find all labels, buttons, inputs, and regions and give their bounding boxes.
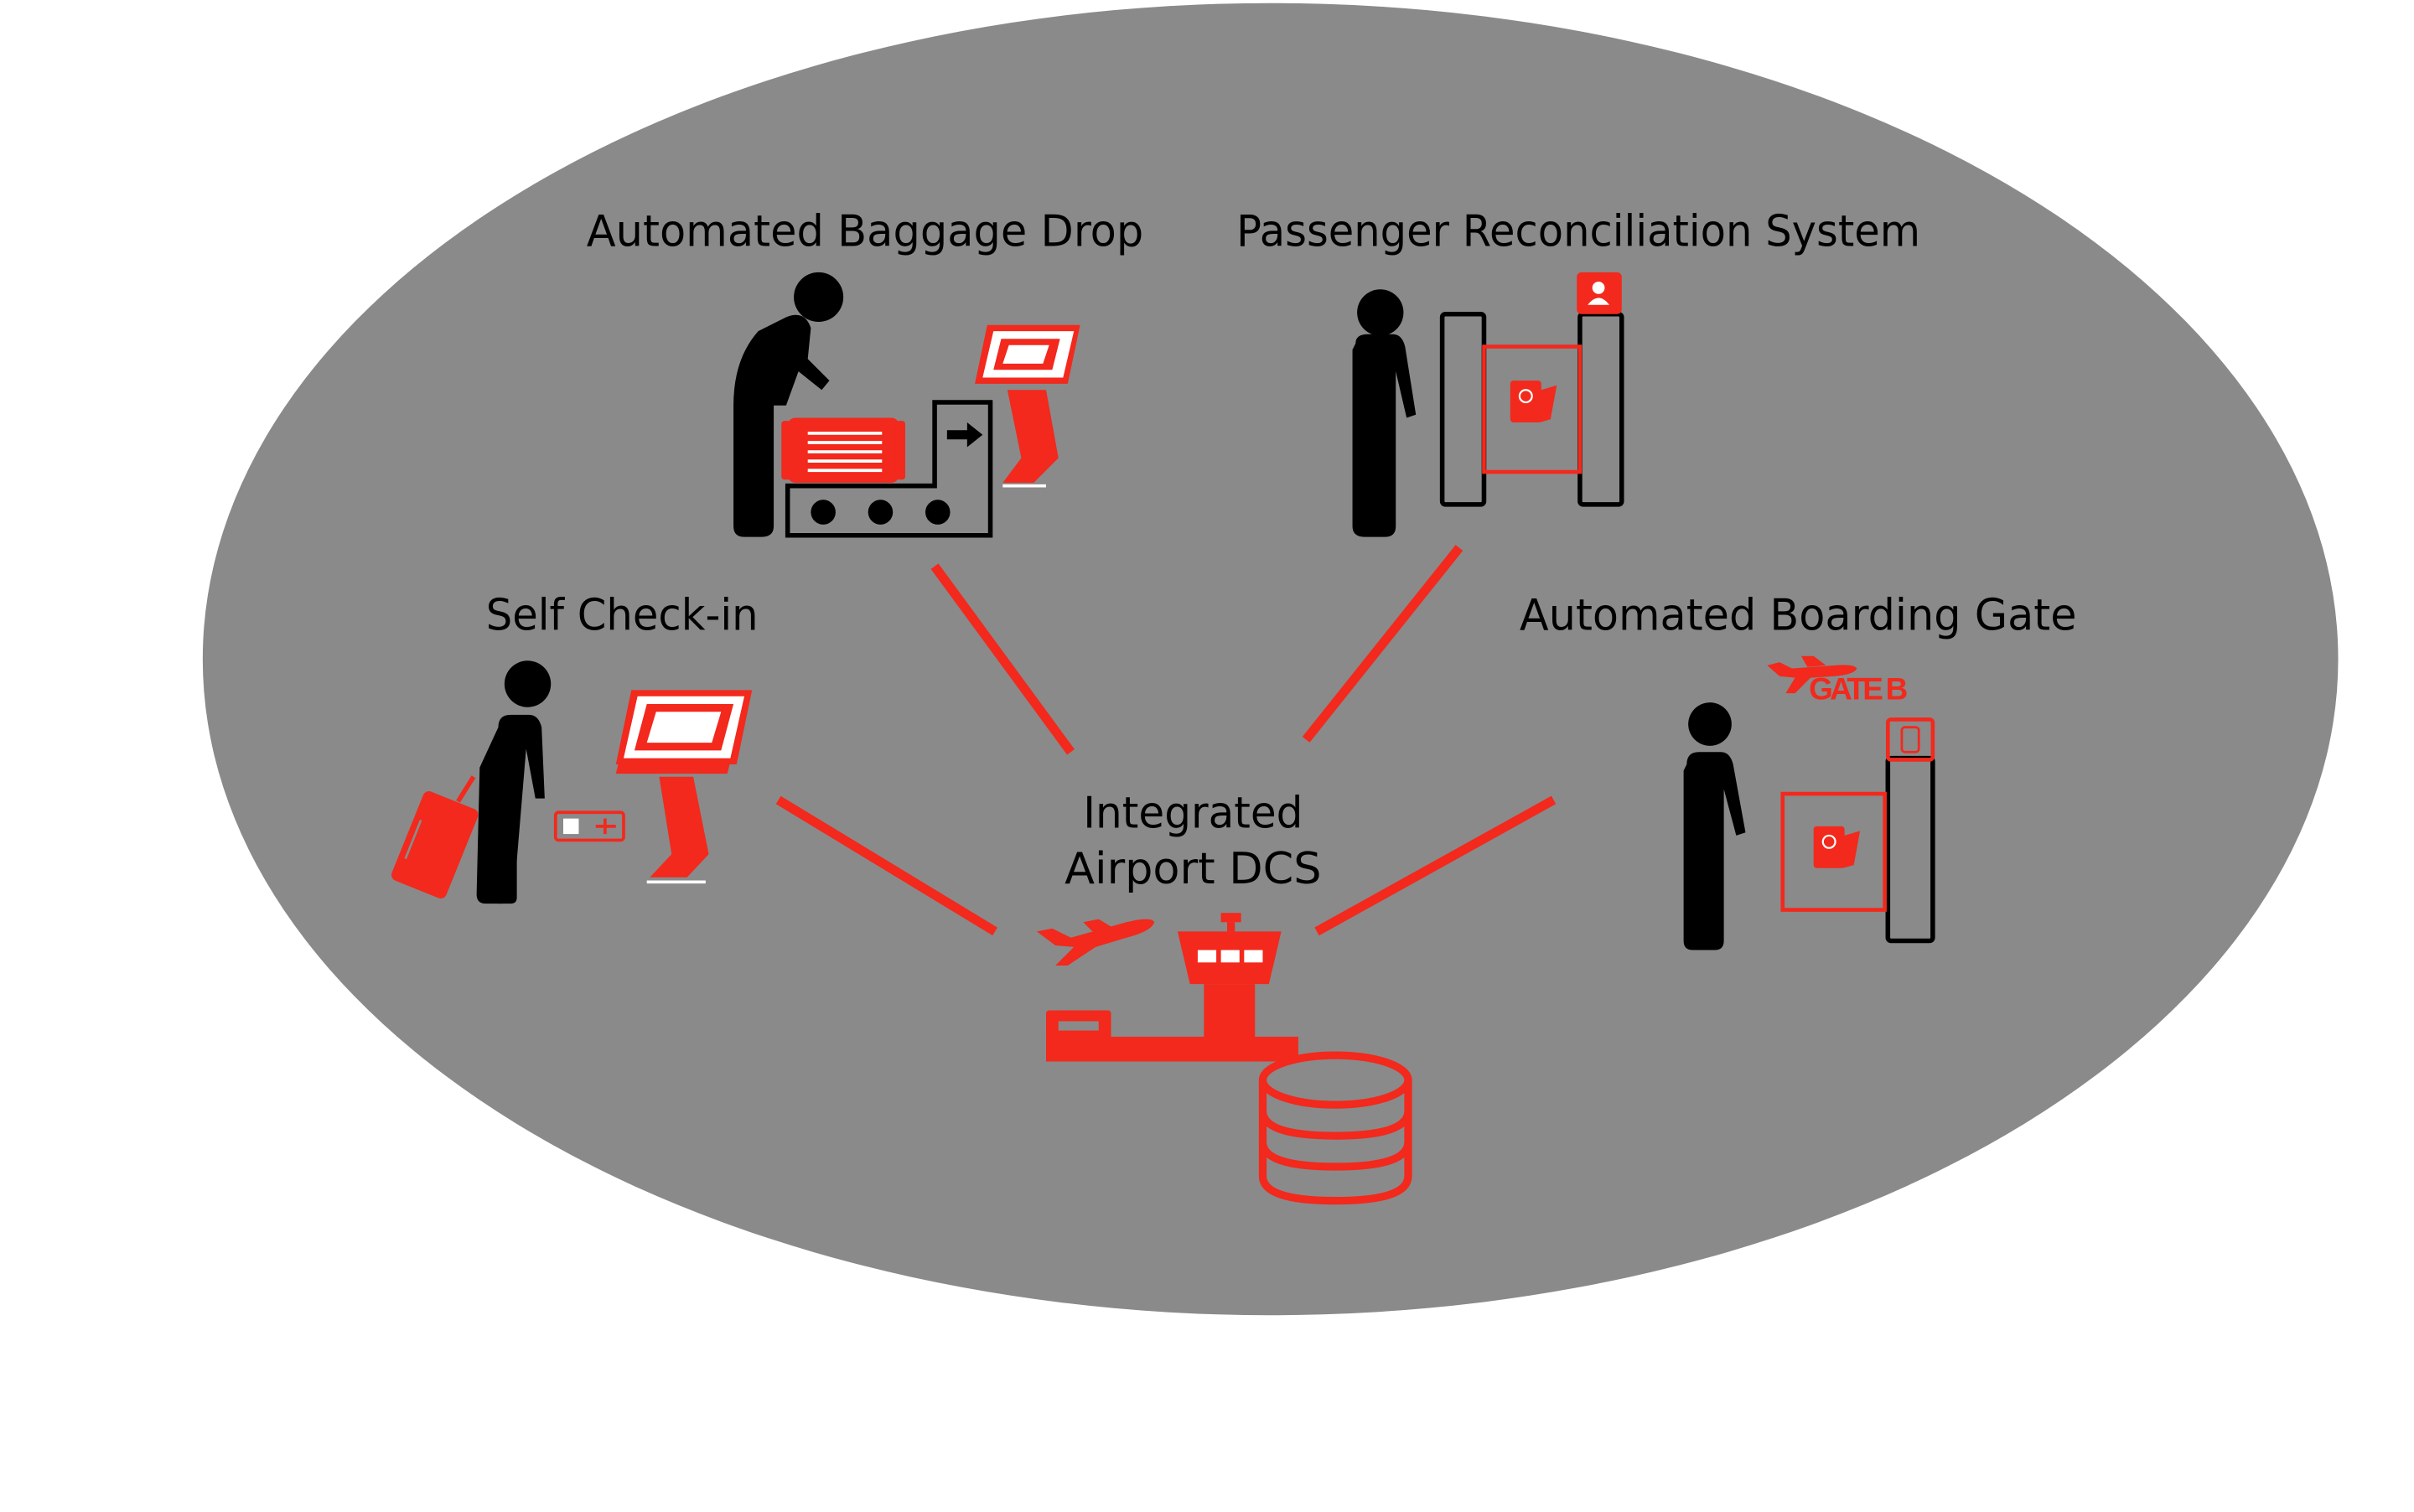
boarding-gate-icon xyxy=(1780,717,1935,944)
dcs-label-line1: Integrated xyxy=(1083,789,1303,839)
node-self-checkin: Self Check-in xyxy=(391,590,759,904)
person-icon xyxy=(1352,289,1417,537)
baggage-drop-label: Automated Baggage Drop xyxy=(587,207,1144,257)
reconciliation-label: Passenger Reconciliation System xyxy=(1236,207,1920,257)
system-boundary-ellipse xyxy=(202,3,2339,1316)
user-badge-icon xyxy=(1577,272,1622,314)
node-boarding-gate: Automated Boarding Gate GATE B xyxy=(1520,590,2077,950)
person-icon xyxy=(1683,702,1746,950)
connector-lines xyxy=(775,545,1557,936)
rolling-suitcase-icon xyxy=(391,775,479,898)
passport-icon xyxy=(1510,381,1557,422)
gate-sign: GATE B xyxy=(1809,671,1907,706)
person-icon xyxy=(476,660,552,904)
boarding-pass-icon xyxy=(553,810,625,842)
person-icon xyxy=(733,272,844,537)
node-reconciliation: Passenger Reconciliation System xyxy=(1236,207,1920,537)
kiosk-icon xyxy=(975,324,1080,488)
conveyor-belt-icon xyxy=(785,400,993,538)
node-baggage-drop: Automated Baggage Drop xyxy=(587,207,1144,538)
passport-icon xyxy=(1813,826,1861,868)
self-checkin-label: Self Check-in xyxy=(486,590,759,640)
node-dcs: Integrated Airport DCS xyxy=(1036,789,1412,1205)
connector-self-checkin xyxy=(775,795,997,936)
connector-reconciliation xyxy=(1302,545,1463,743)
airplane-icon xyxy=(1036,919,1155,966)
suitcase-icon xyxy=(781,417,905,483)
control-tower-icon xyxy=(1046,913,1298,1062)
connector-boarding-gate xyxy=(1314,795,1557,936)
database-icon xyxy=(1258,1051,1412,1205)
airplane-icon xyxy=(1767,655,1857,694)
boarding-gate-label: Automated Boarding Gate xyxy=(1520,590,2077,640)
dcs-label-line2: Airport DCS xyxy=(1065,844,1321,894)
connector-baggage-drop xyxy=(930,563,1075,755)
kiosk-icon xyxy=(615,690,753,884)
